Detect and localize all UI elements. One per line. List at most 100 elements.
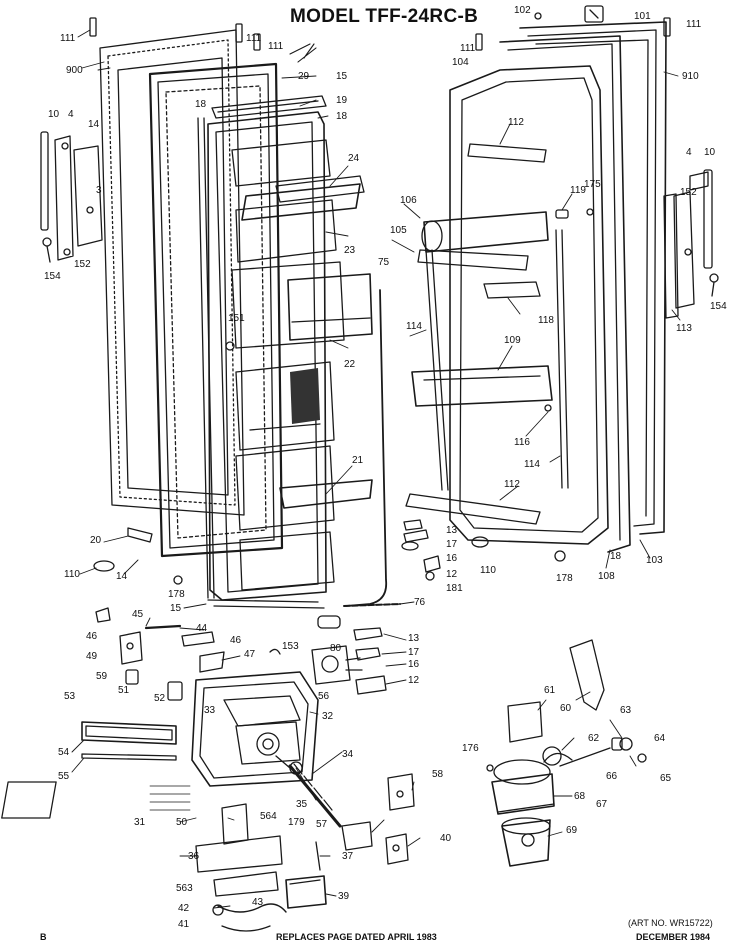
part-callout: 13 bbox=[446, 525, 458, 536]
part-callout: 13 bbox=[408, 633, 420, 644]
part-callout: 104 bbox=[452, 57, 469, 68]
part-callout: 18 bbox=[195, 99, 207, 110]
part-callout: 42 bbox=[178, 903, 190, 914]
dispenser-small-parts bbox=[95, 607, 281, 701]
part-callout: 111 bbox=[60, 33, 76, 44]
part-callout: 76 bbox=[414, 597, 426, 608]
part-callout: 17 bbox=[446, 539, 458, 550]
part-callout: 23 bbox=[344, 245, 356, 256]
part-callout: 49 bbox=[86, 651, 98, 662]
part-callout: 114 bbox=[406, 321, 422, 332]
freezer-door-liner bbox=[197, 95, 373, 609]
fresh-food-door-outer-panel bbox=[499, 21, 667, 553]
part-callout: 21 bbox=[352, 455, 364, 466]
part-callout: 22 bbox=[344, 359, 356, 370]
part-callout: 111 bbox=[246, 33, 262, 44]
art-number: (ART NO. WR15722) bbox=[628, 918, 713, 928]
part-callout: 152 bbox=[74, 259, 91, 270]
part-callout: 105 bbox=[390, 225, 407, 236]
part-callout: 52 bbox=[154, 693, 166, 704]
page-title: MODEL TFF-24RC-B bbox=[290, 6, 479, 27]
part-callout: 35 bbox=[296, 799, 308, 810]
page-mark: B bbox=[40, 932, 47, 942]
part-callout: 103 bbox=[646, 555, 663, 566]
part-callout: 12 bbox=[446, 569, 458, 580]
issue-date: DECEMBER 1984 bbox=[636, 932, 711, 942]
part-callout: 53 bbox=[64, 691, 76, 702]
part-callout: 54 bbox=[58, 747, 70, 758]
part-callout: 114 bbox=[524, 459, 540, 470]
part-callout: 178 bbox=[556, 573, 573, 584]
door-top-hardware bbox=[89, 5, 671, 63]
solenoid-and-wiring bbox=[212, 841, 327, 932]
part-callout: 61 bbox=[544, 685, 556, 696]
part-callout: 20 bbox=[90, 535, 102, 546]
part-callout: 37 bbox=[342, 851, 354, 862]
part-callout: 111 bbox=[686, 19, 702, 30]
fresh-food-door-liner bbox=[343, 65, 609, 607]
part-callout: 14 bbox=[88, 119, 100, 130]
part-callout: 152 bbox=[680, 187, 697, 198]
replaces-note: REPLACES PAGE DATED APRIL 1983 bbox=[276, 932, 437, 942]
part-callout: 113 bbox=[676, 323, 692, 334]
part-callout: 64 bbox=[654, 733, 666, 744]
dispenser-front-strip bbox=[1, 721, 191, 819]
part-callout: 179 bbox=[288, 817, 305, 828]
part-callout: 62 bbox=[588, 733, 600, 744]
part-callout: 563 bbox=[176, 883, 193, 894]
part-callout: 19 bbox=[336, 95, 348, 106]
dispenser-housing bbox=[191, 671, 319, 787]
part-callout: 10 bbox=[704, 147, 716, 158]
part-callout: 112 bbox=[508, 117, 524, 128]
part-callout: 108 bbox=[598, 571, 615, 582]
part-callout: 39 bbox=[338, 891, 350, 902]
part-callout: 29 bbox=[298, 71, 310, 82]
part-callout: 154 bbox=[710, 301, 727, 312]
dispenser-bracket-parts bbox=[195, 773, 415, 897]
part-callout: 119 bbox=[570, 185, 586, 196]
leader-lines bbox=[71, 29, 681, 909]
ice-bucket-assembly bbox=[486, 639, 647, 867]
part-callout: 24 bbox=[348, 153, 360, 164]
part-callout: 176 bbox=[462, 743, 479, 754]
part-callout: 80 bbox=[330, 643, 342, 654]
part-callout: 110 bbox=[64, 569, 80, 580]
part-callout: 101 bbox=[634, 11, 651, 22]
part-callout: 16 bbox=[408, 659, 420, 670]
part-callout: 17 bbox=[408, 647, 420, 658]
part-callout: 68 bbox=[574, 791, 586, 802]
part-callout: 31 bbox=[134, 817, 146, 828]
part-callout: 69 bbox=[566, 825, 578, 836]
part-callout: 106 bbox=[400, 195, 417, 206]
part-callout: 66 bbox=[606, 771, 618, 782]
part-callout: 18 bbox=[610, 551, 622, 562]
part-callout: 900 bbox=[66, 65, 83, 76]
part-callout: 32 bbox=[322, 711, 334, 722]
part-callout: 41 bbox=[178, 919, 190, 930]
part-callout: 58 bbox=[432, 769, 444, 780]
part-callout: 55 bbox=[58, 771, 70, 782]
part-callout: 59 bbox=[96, 671, 108, 682]
part-callout: 46 bbox=[86, 631, 98, 642]
part-callout: 102 bbox=[514, 5, 531, 16]
part-callout: 56 bbox=[318, 691, 330, 702]
part-callout: 153 bbox=[282, 641, 299, 652]
part-callout: 12 bbox=[408, 675, 420, 686]
hinge-parts bbox=[93, 208, 594, 585]
part-callout: 15 bbox=[336, 71, 348, 82]
part-callout: 45 bbox=[132, 609, 144, 620]
part-callout: 36 bbox=[188, 851, 200, 862]
part-callout: 910 bbox=[682, 71, 699, 82]
freezer-door-outer-panel bbox=[99, 29, 245, 516]
part-callout: 4 bbox=[68, 109, 74, 120]
part-callout: 151 bbox=[228, 313, 245, 324]
part-callout: 109 bbox=[504, 335, 521, 346]
part-callout: 3 bbox=[96, 185, 102, 196]
part-callout: 43 bbox=[252, 897, 264, 908]
part-callout: 116 bbox=[514, 437, 530, 448]
part-callout: 178 bbox=[168, 589, 185, 600]
part-callout: 175 bbox=[584, 179, 601, 190]
part-callout: 63 bbox=[620, 705, 632, 716]
part-callout: 16 bbox=[446, 553, 458, 564]
